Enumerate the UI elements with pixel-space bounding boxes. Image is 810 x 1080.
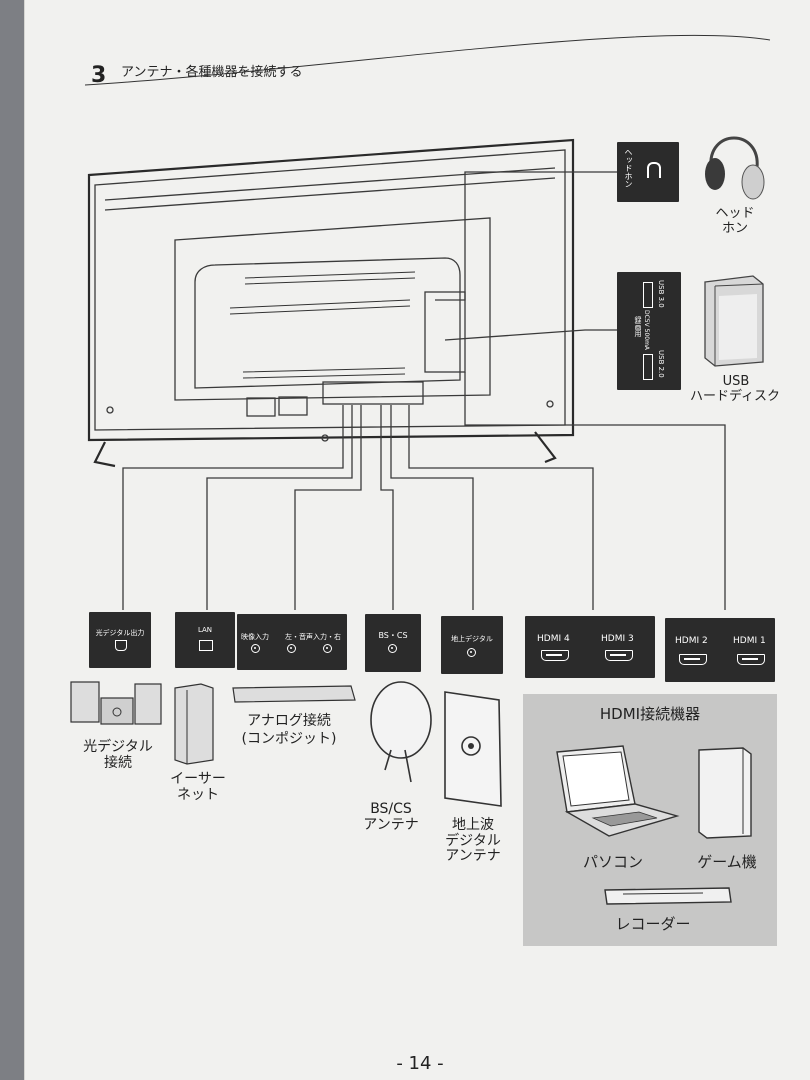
- lan-panel: LAN: [175, 612, 235, 668]
- optical-out-label: 光デジタル出力: [95, 629, 145, 637]
- recorder-icon: [604, 887, 732, 905]
- router-icon: [174, 683, 214, 765]
- manual-page: 3 アンテナ・各種機器を接続する: [24, 0, 810, 1080]
- bscs-label: BS・CS: [378, 631, 408, 640]
- section-title: アンテナ・各種機器を接続する: [121, 65, 303, 80]
- headphones-icon: [705, 136, 765, 200]
- antenna-wall-plate-icon: [444, 691, 502, 807]
- hdmi-devices-title: HDMI接続機器: [599, 705, 701, 723]
- optical-out-panel: 光デジタル出力: [89, 612, 151, 668]
- recorder-label: レコーダー: [615, 915, 691, 933]
- headphone-label: ヘッド ホン: [715, 206, 755, 236]
- lan-label: LAN: [197, 626, 213, 634]
- hdmi3-label: HDMI 3: [601, 634, 634, 644]
- video-jack-icon: [251, 644, 260, 653]
- hdmi2-label: HDMI 2: [675, 636, 708, 646]
- usb-hdd-icon: [704, 275, 764, 367]
- lan-port-icon: [199, 640, 213, 651]
- device-illustrations: [70, 681, 502, 807]
- terrestrial-panel: 地上デジタル: [441, 616, 503, 674]
- dvd-player-icon: [232, 685, 356, 703]
- game-label: ゲーム機: [697, 853, 757, 871]
- usb-port-panel: 録画用 DC5V 500mA USB 3.0 USB 2.0: [617, 272, 681, 390]
- usb-usage-label: 録画用: [634, 316, 642, 337]
- audio-right-jack-icon: [323, 644, 332, 653]
- terrestrial-jack-icon: [467, 648, 476, 657]
- usb2-slot: [643, 354, 653, 380]
- audio-left-jack-icon: [287, 644, 296, 653]
- terrestrial-antenna-label: 地上波 デジタル アンテナ: [445, 817, 501, 865]
- hdmi2-port-icon: [679, 654, 707, 665]
- hdmi3-port-icon: [605, 650, 633, 661]
- terrestrial-label: 地上デジタル: [451, 635, 493, 643]
- usb-spec-label: DC5V 500mA: [643, 310, 650, 351]
- hdmi-devices-box: HDMI接続機器 パソコン ゲーム機 レコーダー: [523, 694, 777, 946]
- hdd-label: ハードディスク: [689, 389, 781, 404]
- laptop-icon: [556, 745, 680, 837]
- stereo-icon: [70, 681, 162, 725]
- hdmi-panel-b: HDMI 2 HDMI 1: [665, 618, 775, 682]
- analog-label: アナログ接続: [247, 713, 331, 729]
- composite-label: (コンポジット): [241, 731, 337, 747]
- headphone-port-panel: ヘッドホン: [617, 142, 679, 202]
- optical-port-icon: [115, 640, 127, 651]
- satellite-dish-icon: [370, 681, 432, 783]
- av-input-panel: 映像入力 左・音声入力・右: [237, 614, 347, 670]
- headphone-port-label: ヘッドホン: [624, 148, 633, 188]
- game-console-icon: [698, 747, 752, 839]
- usb3-slot: [643, 282, 653, 308]
- section-number: 3: [91, 63, 107, 88]
- headphone-jack-icon: [647, 162, 661, 178]
- ethernet-label: イーサー ネット: [170, 771, 226, 803]
- optical-device-label: 光デジタル 接続: [83, 739, 153, 771]
- usb2-label: USB 2.0: [657, 350, 665, 378]
- bscs-antenna-label: BS/CS アンテナ: [363, 801, 419, 833]
- audio-in-label: 左・音声入力・右: [285, 633, 341, 641]
- pc-label: パソコン: [582, 853, 643, 871]
- hdmi1-port-icon: [737, 654, 765, 665]
- bscs-panel: BS・CS: [365, 614, 421, 672]
- hdmi4-port-icon: [541, 650, 569, 661]
- hdmi4-label: HDMI 4: [537, 634, 570, 644]
- video-in-label: 映像入力: [241, 633, 269, 641]
- page-number: - 14 -: [396, 1053, 444, 1074]
- bscs-jack-icon: [388, 644, 397, 653]
- connection-diagram: [84, 34, 771, 610]
- tv-back-illustration: [87, 138, 575, 468]
- hdmi1-label: HDMI 1: [733, 636, 766, 646]
- hdmi-panel-a: HDMI 4 HDMI 3: [525, 616, 655, 678]
- usb-label: USB: [722, 374, 750, 389]
- usb3-label: USB 3.0: [657, 280, 665, 308]
